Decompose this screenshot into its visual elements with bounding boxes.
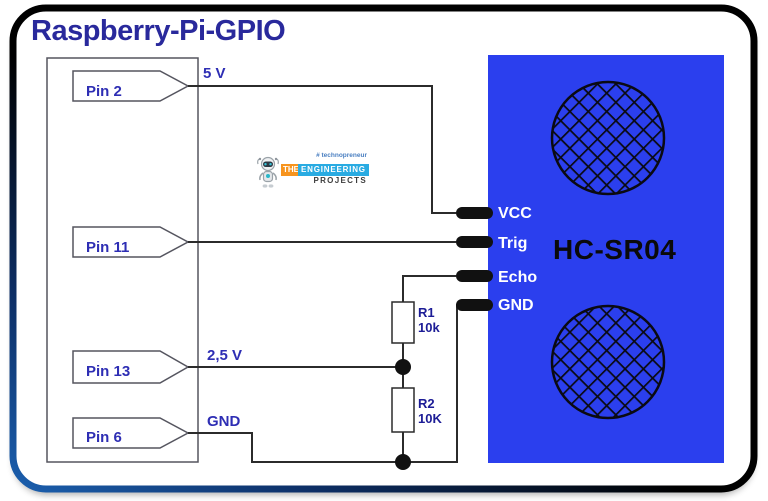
robot-icon xyxy=(257,156,279,188)
junction-dot-ground xyxy=(395,454,411,470)
module-pin-trig-label: Trig xyxy=(498,235,528,252)
resistor-r2-label: R2 10K xyxy=(418,396,442,426)
pin2-connector xyxy=(72,70,190,102)
resistor-r1 xyxy=(391,301,415,344)
page-title: Raspberry-Pi-GPIO xyxy=(31,15,286,47)
echo-pin-pill xyxy=(456,270,493,282)
gpio-box xyxy=(46,57,199,463)
module-pin-echo-label: Echo xyxy=(498,269,538,286)
signal-5v-label: 5 V xyxy=(203,65,226,82)
resistor-r1-label: R1 10k xyxy=(418,305,440,335)
pin11-label: Pin 11 xyxy=(86,239,130,256)
pin11-connector xyxy=(72,226,190,258)
pin6-connector xyxy=(72,417,190,449)
wire-5v-to-vcc xyxy=(188,85,456,214)
module-pin-gnd-label: GND xyxy=(498,297,534,314)
transducer-top xyxy=(550,80,666,196)
junction-dot-divider xyxy=(395,359,411,375)
logo-engineering-badge: ENGINEERING xyxy=(298,164,369,176)
logo-the-badge: THE xyxy=(281,164,301,176)
module-pin-vcc-label: VCC xyxy=(498,205,532,222)
logo-tagline: # technopreneur xyxy=(316,152,367,159)
r2-name: R2 xyxy=(418,396,435,411)
pin2-label: Pin 2 xyxy=(86,83,122,100)
engineering-projects-logo: # technopreneur THE ENGINEERING PROJECTS xyxy=(255,151,369,195)
r2-value: 10K xyxy=(418,411,442,426)
pin13-connector xyxy=(72,350,190,384)
trig-pin-pill xyxy=(456,236,493,248)
pin6-label: Pin 6 xyxy=(86,429,122,446)
r1-name: R1 xyxy=(418,305,435,320)
gnd-pin-pill xyxy=(456,299,493,311)
transducer-bottom xyxy=(550,304,666,420)
wire-pin6-to-gnd xyxy=(188,305,458,463)
signal-gnd-label: GND xyxy=(207,413,241,430)
wire-echo-to-r1 xyxy=(402,275,456,302)
signal-2v5-label: 2,5 V xyxy=(207,347,243,364)
r1-value: 10k xyxy=(418,320,440,335)
vcc-pin-pill xyxy=(456,207,493,219)
resistor-r2 xyxy=(391,387,415,433)
module-name: HC-SR04 xyxy=(553,234,677,265)
logo-projects-text: PROJECTS xyxy=(313,176,367,185)
pin13-label: Pin 13 xyxy=(86,363,131,380)
